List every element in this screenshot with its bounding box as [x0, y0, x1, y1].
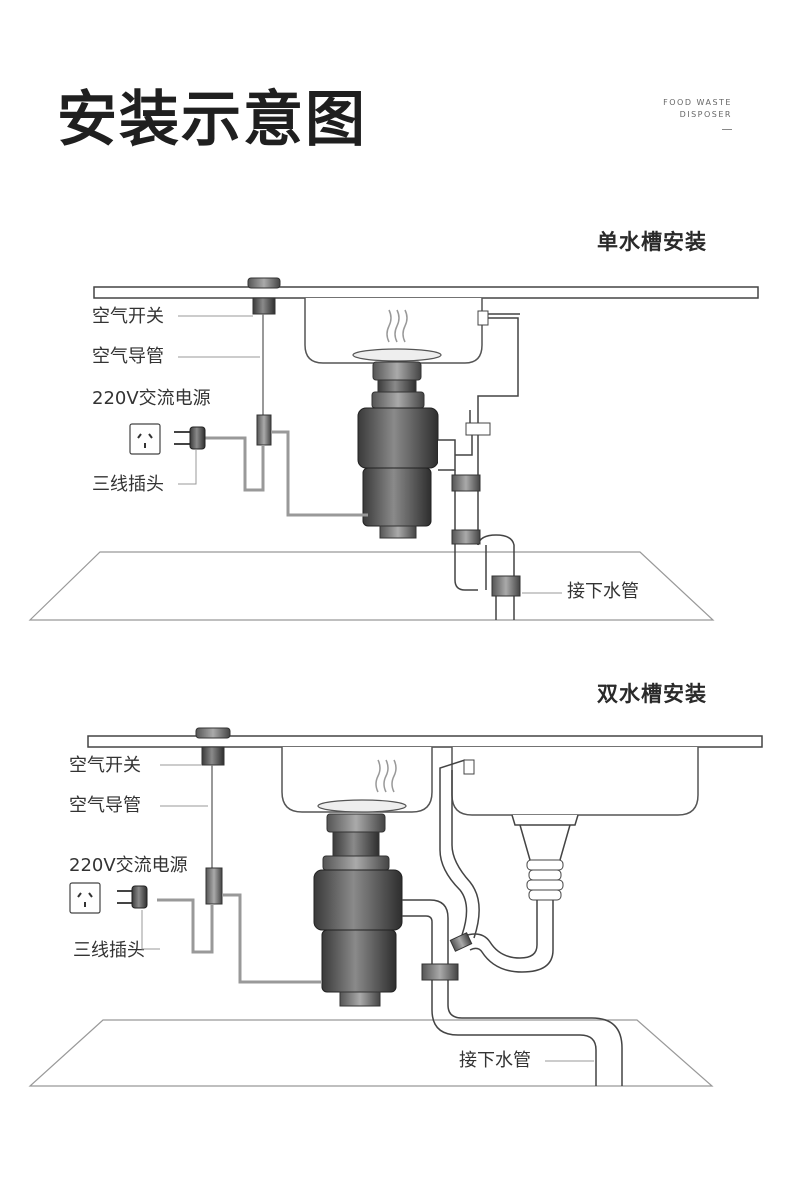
double-countertop: [87, 735, 763, 748]
double-drain-label: 接下水管: [459, 1050, 531, 1071]
double-air-switch: [195, 727, 231, 739]
double-drain-pipe: [431, 978, 623, 1086]
single-power-label: 220V交流电源: [92, 388, 211, 409]
double-air-tube-label: 空气导管: [69, 795, 141, 816]
brand-tag: FOOD WASTE DISPOSER: [663, 97, 732, 130]
single-sink-diagram: [28, 277, 759, 621]
double-outlet-pipe: [402, 899, 449, 965]
double-sink-title: 双水槽安装: [597, 682, 707, 706]
brand-line-1: FOOD WASTE: [663, 98, 732, 107]
single-outlet: [129, 423, 161, 455]
double-power-label: 220V交流电源: [69, 855, 188, 876]
double-floor: [28, 1019, 714, 1087]
double-plug-label: 三线插头: [73, 940, 145, 961]
single-overflow-pipe: [477, 317, 519, 425]
double-right-bowl: [451, 747, 699, 816]
single-plug-label: 三线插头: [92, 474, 164, 495]
single-air-switch-label: 空气开关: [92, 306, 164, 327]
double-plug: [117, 885, 148, 909]
page-title: 安装示意图: [57, 85, 367, 155]
double-disposer-body: [313, 869, 403, 931]
single-air-switch: [247, 277, 281, 289]
single-air-tube-label: 空气导管: [92, 346, 164, 367]
brand-line-2: DISPOSER: [679, 110, 732, 119]
double-outlet: [69, 882, 101, 914]
single-disposer-body: [357, 407, 439, 469]
single-disposer-mount: [372, 361, 422, 381]
single-floor: [28, 551, 715, 621]
single-drain-label: 接下水管: [567, 581, 639, 602]
single-drain-pipe: [454, 435, 479, 591]
single-countertop: [93, 286, 759, 299]
double-sink-diagram: [28, 727, 763, 1087]
single-power-wire: [205, 436, 265, 492]
double-power-wire: [157, 898, 214, 954]
single-sink-title: 单水槽安装: [597, 230, 707, 254]
brand-dash: [722, 129, 732, 130]
single-plug: [174, 426, 206, 450]
double-air-switch-label: 空气开关: [69, 755, 141, 776]
